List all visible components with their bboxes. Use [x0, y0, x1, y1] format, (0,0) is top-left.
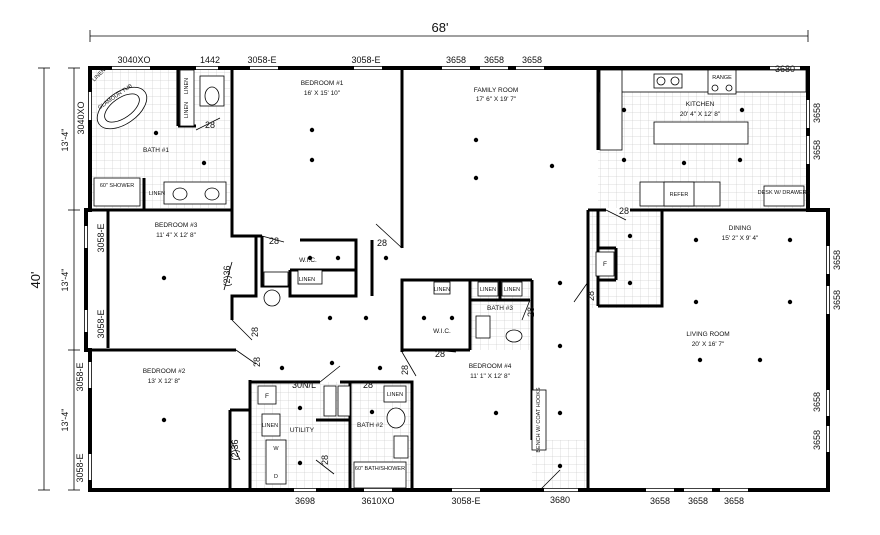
room-bedroom2-name: BEDROOM #2: [143, 368, 186, 375]
window-top-kitchen: 3680: [775, 64, 795, 74]
room-bath3-name: BATH #3: [487, 305, 513, 312]
fixture-linen-wic2: LINEN: [434, 287, 450, 293]
room-bath2-name: BATH #2: [357, 422, 383, 429]
overall-depth-label: 40': [28, 272, 43, 289]
room-bedroom4-name: BEDROOM #4: [469, 363, 512, 370]
window-marks: [84, 66, 830, 492]
fixture-linen-utility: LINEN: [262, 423, 278, 429]
door-bed1: 28: [377, 238, 387, 248]
fixture-refer: REFER: [670, 192, 689, 198]
room-kitchen-name: KITCHEN: [686, 101, 715, 108]
window-bottom-entry: 3680: [550, 495, 570, 505]
window-left-bath1: 3040XO: [76, 101, 86, 134]
window-bottom-bath2: 3610XO: [361, 496, 394, 506]
fixture-linen-wic1: LINEN: [299, 277, 315, 283]
room-wic2-name: W.I.C.: [433, 328, 451, 335]
door-wic2: 28: [435, 349, 445, 359]
room-family-name: FAMILY ROOM: [474, 87, 519, 94]
room-bedroom1-name: BEDROOM #1: [301, 80, 344, 87]
room-bedroom1-size: 16' X 15' 10": [304, 90, 341, 97]
room-bedroom3-name: BEDROOM #3: [155, 222, 198, 229]
room-bedroom3-size: 11' 4" X 12' 8": [156, 232, 197, 239]
fixtures: [93, 69, 807, 489]
window-left-bed2-a: 3058-E: [75, 362, 85, 391]
fixture-f-utility: F: [265, 393, 269, 400]
ceiling-lights: [153, 107, 793, 469]
door-bed3: 28: [250, 327, 260, 337]
fixture-linen-bath3-b: LINEN: [504, 287, 520, 293]
room-kitchen-size: 20' 4" X 12' 8": [680, 111, 721, 118]
room-bath1-name: BATH #1: [143, 147, 169, 154]
window-top-bed1-b: 3058-E: [351, 55, 380, 65]
door-pantry: 28: [619, 206, 629, 216]
door-bath2: 28: [363, 380, 373, 390]
door-utility-dining: 28: [586, 291, 596, 301]
window-left-bed3-a: 3058-E: [96, 223, 106, 252]
fixture-linen-bath1-a: LINEN: [184, 78, 190, 94]
window-top-family-b: 3658: [484, 55, 504, 65]
section-mid-dim: 13'-4": [60, 269, 70, 292]
fixture-f-dining: F: [603, 261, 607, 268]
window-top-1442: 1442: [200, 55, 220, 65]
door-width-labels: 28 28 28 28 28 28 28 28 28 28 28 28: [205, 120, 629, 465]
door-bed2: 28: [252, 357, 262, 367]
fixture-bath-shower: 60" BATH/SHOWER: [355, 466, 405, 472]
window-top-bed1-a: 3058-E: [247, 55, 276, 65]
fixture-desk: DESK W/ DRAWERS: [758, 190, 811, 196]
window-bottom-living-b: 3658: [688, 496, 708, 506]
window-left-bed2-b: 3058-E: [75, 453, 85, 482]
interior-walls: [90, 68, 808, 490]
room-family-size: 17' 6" X 19' 7": [476, 96, 517, 103]
fixture-shower60: 60" SHOWER: [100, 183, 134, 189]
fixture-rods-bed2: (2)36: [230, 439, 240, 460]
door-bath3: 28: [526, 307, 536, 317]
room-dining-name: DINING: [729, 225, 752, 232]
window-top-family-a: 3658: [446, 55, 466, 65]
window-top-family-c: 3658: [522, 55, 542, 65]
room-living-name: LIVING ROOM: [686, 331, 729, 338]
window-right-living-d: 3658: [812, 430, 822, 450]
window-left-bed3-b: 3058-E: [96, 309, 106, 338]
door-bath1: 28: [205, 120, 215, 130]
window-right-kitchen-a: 3658: [812, 103, 822, 123]
fixture-dryer: D: [274, 474, 278, 480]
room-living-size: 20' X 16' 7": [692, 341, 725, 348]
fixture-range: RANGE: [712, 75, 732, 81]
window-bottom-bed4: 3058-E: [451, 496, 480, 506]
section-top-dim: 13'-4": [60, 129, 70, 152]
window-top-bath1: 3040XO: [117, 55, 150, 65]
room-dining-size: 15' 2" X 9' 4": [722, 235, 759, 242]
door-swings: [195, 117, 627, 491]
fixture-linen-bath1: LINEN: [149, 191, 165, 197]
section-bot-dim: 13'-4": [60, 409, 70, 432]
fixture-linen-bath3-a: LINEN: [480, 287, 496, 293]
window-bottom-living-a: 3658: [650, 496, 670, 506]
fixture-washer: W: [273, 446, 279, 452]
door-utility: 28: [320, 455, 330, 465]
room-utility-name: UTILITY: [290, 427, 315, 434]
room-bedroom2-size: 13' X 12' 8": [148, 378, 181, 385]
window-right-living-c: 3658: [812, 392, 822, 412]
window-right-kitchen-b: 3658: [812, 140, 822, 160]
overall-width-label: 68': [432, 20, 449, 35]
room-bedroom4-size: 11' 1" X 12' 8": [470, 373, 511, 380]
window-bottom-living-c: 3658: [724, 496, 744, 506]
fixture-linen-bath2: LINEN: [387, 392, 403, 398]
door-bed4: 28: [400, 365, 410, 375]
fixture-linen-bath1-b: LINEN: [184, 102, 190, 118]
dimension-lines: [38, 30, 809, 491]
window-bottom-utility: 3698: [295, 496, 315, 506]
fixture-30nl: 30N/L: [292, 380, 316, 390]
door-wic1: 28: [269, 236, 279, 246]
window-right-living-b: 3658: [832, 290, 842, 310]
window-right-living-a: 3658: [832, 250, 842, 270]
fixture-rods-bed3: (2)36: [222, 265, 232, 286]
fixture-bench: BENCH W/ COAT HOOKS: [536, 387, 542, 453]
room-wic1-name: W.I.C.: [299, 257, 317, 264]
